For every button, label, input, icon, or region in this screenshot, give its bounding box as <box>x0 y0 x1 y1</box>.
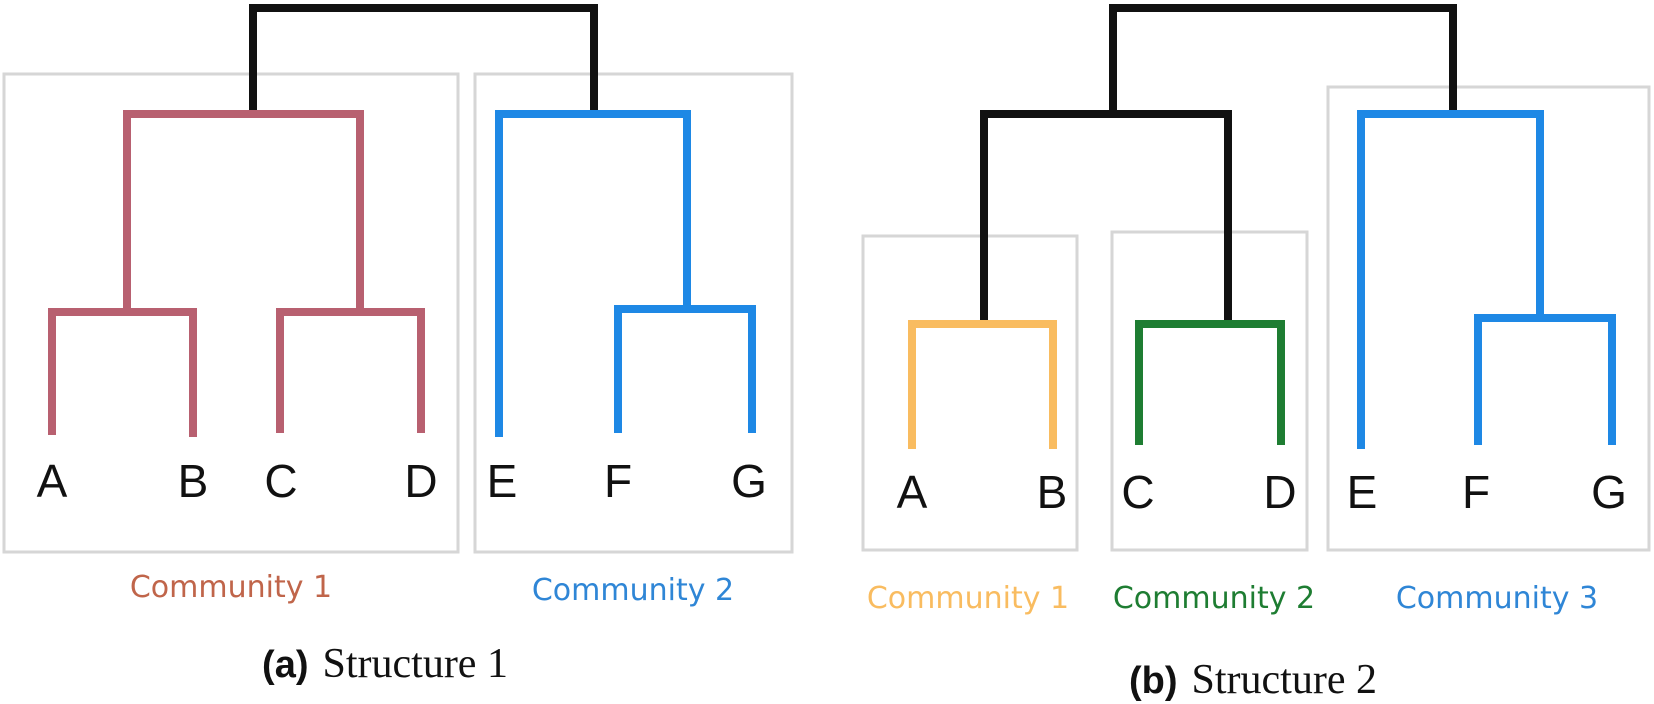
panel-a: A B C D E F G Community 1 Community 2 (a… <box>2 4 794 687</box>
community-label-b3: Community 3 <box>1396 581 1598 616</box>
community-label-b2: Community 2 <box>1113 581 1315 616</box>
leaf-label-f: F <box>604 455 632 507</box>
root-branch-b <box>1109 4 1457 111</box>
community-box-b1 <box>861 234 1079 552</box>
community-box-b3 <box>1326 85 1651 552</box>
branch-a-cd <box>276 308 425 433</box>
caption-a: (a) Structure 1 <box>262 641 508 687</box>
leaf-label-a: A <box>897 466 928 518</box>
community-box-b2 <box>1110 230 1309 552</box>
leaf-label-c: C <box>264 455 297 507</box>
community-box-a1 <box>2 72 460 554</box>
leaf-label-b: B <box>1037 466 1068 518</box>
leaf-label-b: B <box>178 455 209 507</box>
branch-a-ab <box>48 308 197 437</box>
root-branch-a <box>249 4 598 111</box>
caption-b: (b) Structure 2 <box>1129 657 1377 703</box>
community-label-a2: Community 2 <box>532 573 734 608</box>
caption-b-letter: (b) <box>1129 660 1178 702</box>
leaf-label-e: E <box>1347 466 1378 518</box>
leaf-label-d: D <box>404 455 437 507</box>
branch-b-cd <box>1135 320 1285 445</box>
caption-b-title: Structure 2 <box>1192 657 1377 703</box>
leaf-label-g: G <box>1591 466 1627 518</box>
branch-b-ab-cd <box>980 110 1232 324</box>
branch-b-fg <box>1474 314 1616 445</box>
caption-a-title: Structure 1 <box>323 641 508 687</box>
branch-a-fg <box>614 305 756 433</box>
branch-b-ab <box>908 320 1057 449</box>
branch-b-e-fg <box>1357 110 1544 449</box>
leaf-label-d: D <box>1263 466 1296 518</box>
leaf-label-f: F <box>1462 466 1490 518</box>
branch-a-e-fg <box>495 110 691 437</box>
leaf-label-g: G <box>731 455 767 507</box>
leaf-label-c: C <box>1121 466 1154 518</box>
leaf-label-a: A <box>37 455 68 507</box>
leaf-label-e: E <box>487 455 518 507</box>
panel-b: A B C D E F G Community 1 Community 2 Co… <box>861 4 1651 703</box>
caption-a-letter: (a) <box>262 644 308 686</box>
branch-a-ab-cd <box>123 110 364 312</box>
community-label-a1: Community 1 <box>130 570 332 605</box>
community-box-a2 <box>473 72 794 554</box>
community-label-b1: Community 1 <box>867 581 1069 616</box>
